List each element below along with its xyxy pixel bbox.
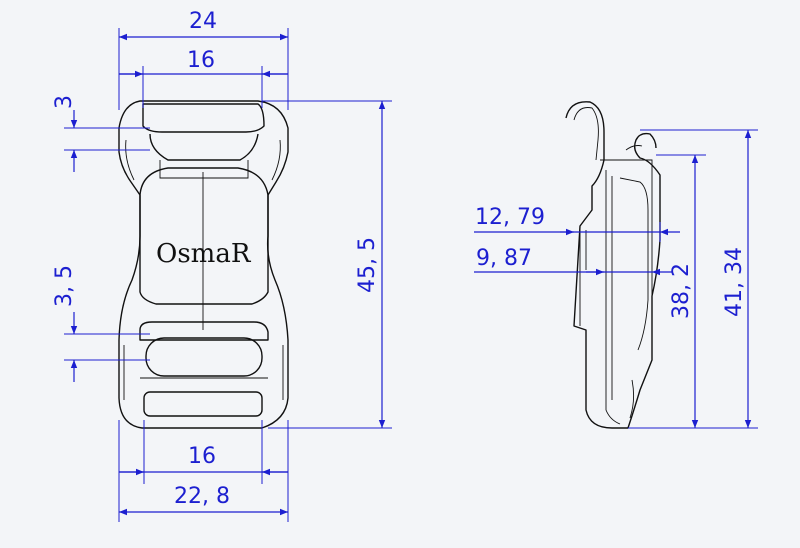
side-view-buckle bbox=[565, 101, 661, 429]
dim-thickness-2: 9, 87 bbox=[476, 246, 532, 271]
dim-body-width: 22, 8 bbox=[174, 484, 230, 509]
dim-bottom-slot-height: 3, 5 bbox=[52, 265, 77, 307]
dim-thickness-1: 12, 79 bbox=[475, 205, 545, 230]
front-view-buckle: OsmaR bbox=[118, 100, 289, 429]
brand-logo: OsmaR bbox=[156, 239, 252, 269]
dim-height-inner: 38, 2 bbox=[669, 263, 694, 319]
front-view-dimensions: 24 16 3 3, 5 45, 5 16 22, 8 bbox=[52, 9, 392, 522]
dim-overall-width: 24 bbox=[189, 9, 217, 34]
dim-strap-width-bottom: 16 bbox=[188, 444, 216, 469]
dim-overall-height: 45, 5 bbox=[355, 237, 380, 293]
side-view-dimensions: 12, 79 9, 87 38, 2 41, 34 bbox=[474, 129, 758, 429]
dim-strap-width-top: 16 bbox=[187, 48, 215, 73]
dim-top-slot-height: 3 bbox=[52, 95, 77, 109]
dim-height-outer: 41, 34 bbox=[722, 247, 747, 317]
